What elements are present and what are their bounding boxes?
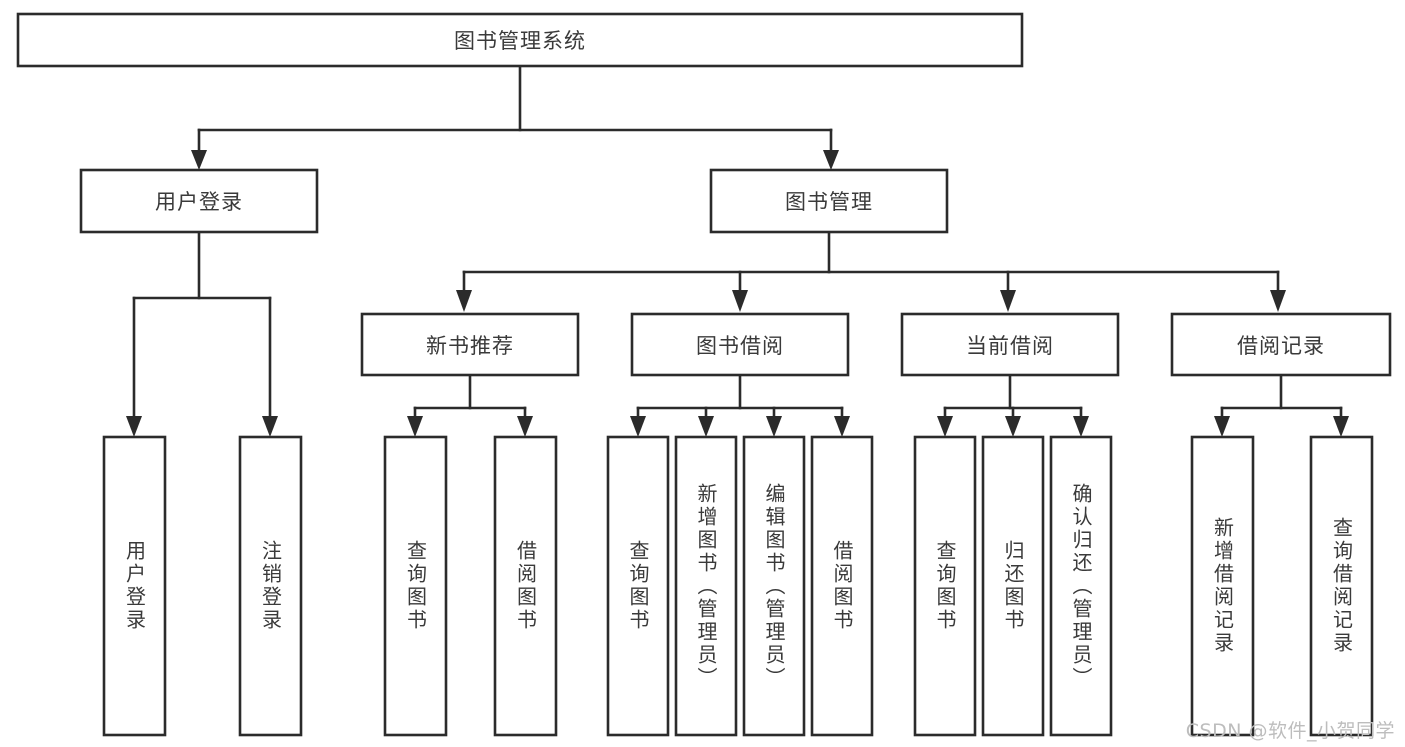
node-book-borrow[interactable] [630, 312, 850, 377]
node-leaf-query-book-1[interactable] [383, 435, 448, 737]
arrow-borrow-to-leafC [766, 416, 782, 437]
connectors-group [126, 64, 1349, 437]
arrow-bm-to-borrow [732, 290, 748, 312]
node-leaf-edit-book[interactable] [742, 435, 806, 737]
node-leaf-borrow-book-1[interactable] [493, 435, 558, 737]
watermark-text: CSDN @软件_小贺同学 [1185, 720, 1395, 742]
node-leaf-add-book[interactable] [674, 435, 738, 737]
node-leaf-query-book-2[interactable] [606, 435, 670, 737]
arrow-bm-to-record [1270, 290, 1286, 312]
arrow-recommend-to-leaf2 [517, 416, 533, 437]
node-borrow-record[interactable] [1170, 312, 1392, 377]
node-new-book-recommend[interactable] [360, 312, 580, 377]
node-leaf-query-record[interactable] [1309, 435, 1374, 737]
arrow-current-to-leafB [1005, 416, 1021, 437]
arrow-bm-to-current [1000, 290, 1016, 312]
arrow-root-to-user-login [191, 150, 207, 170]
arrow-user-login-to-leaf2 [262, 416, 278, 437]
node-user-login[interactable] [79, 168, 319, 234]
arrow-current-to-leafA [937, 416, 953, 437]
node-leaf-query-book-3[interactable] [913, 435, 977, 737]
node-current-borrow[interactable] [900, 312, 1120, 377]
arrow-borrow-to-leafA [630, 416, 646, 437]
node-leaf-add-record[interactable] [1190, 435, 1255, 737]
node-book-manage[interactable] [709, 168, 949, 234]
node-root[interactable] [16, 12, 1024, 68]
arrow-current-to-leafC [1073, 416, 1089, 437]
arrow-borrow-to-leafB [698, 416, 714, 437]
arrow-record-to-leafA [1214, 416, 1230, 437]
arrow-user-login-to-leaf1 [126, 416, 142, 437]
node-leaf-user-logout[interactable] [238, 435, 303, 737]
node-leaf-confirm-return[interactable] [1049, 435, 1113, 737]
node-leaf-return-book[interactable] [981, 435, 1045, 737]
boxes-group [16, 12, 1392, 737]
node-leaf-user-login[interactable] [102, 435, 167, 737]
arrow-record-to-leafB [1333, 416, 1349, 437]
arrow-bm-to-recommend [456, 290, 472, 312]
node-leaf-borrow-book-2[interactable] [810, 435, 874, 737]
arrow-borrow-to-leafD [834, 416, 850, 437]
arrow-root-to-book-manage [823, 150, 839, 170]
arrow-recommend-to-leaf1 [407, 416, 423, 437]
